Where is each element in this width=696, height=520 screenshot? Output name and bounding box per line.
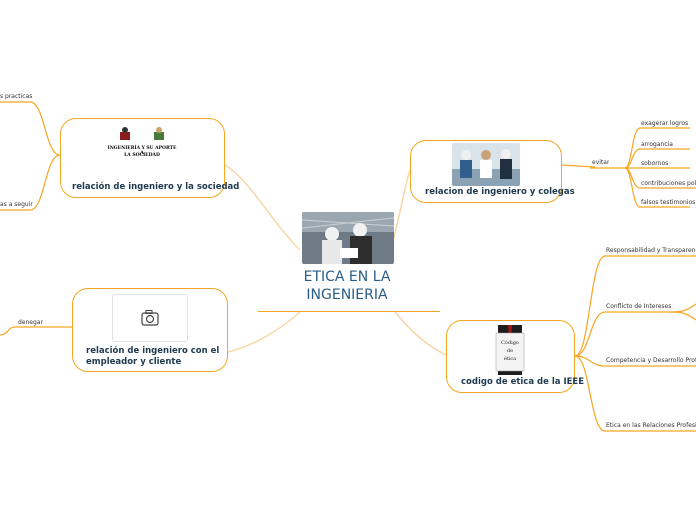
link-ieee-2b [669, 311, 696, 321]
ieee-item-2[interactable]: Conflicto de Intereses. [606, 303, 671, 310]
colleagues-image [452, 143, 520, 186]
ieee-item-3[interactable]: Competencia y Desarrollo Profes [606, 357, 696, 364]
code-of-ethics-sign-icon [484, 325, 536, 375]
colleagues-label: relacion de ingeniero y colegas [425, 187, 575, 197]
center-underline [258, 311, 440, 312]
link-center-client [227, 311, 301, 353]
link-ieee-2 [574, 303, 696, 357]
client-image-placeholder [112, 294, 188, 342]
link-center-ieee [394, 311, 447, 356]
link-center-colleagues [391, 169, 411, 246]
link-society-bottom [0, 154, 61, 211]
camera-icon [141, 310, 159, 326]
center-title: ETICA EN LA INGENIERIA [303, 269, 391, 303]
society-leaf-top[interactable]: s practicas [0, 93, 33, 100]
society-label: relación de ingeniero y la sociedad [72, 182, 240, 192]
link-ieee-1 [574, 255, 696, 357]
society-leaf-bottom[interactable]: as a seguir [0, 201, 33, 208]
colleagues-photo-icon [452, 143, 520, 186]
link-ieee-3 [574, 355, 696, 367]
link-colleagues-evitar [561, 164, 596, 168]
client-label: relación de ingeniero con el empleador y… [86, 346, 220, 367]
colleagues-connector-evitar[interactable]: evitar [592, 159, 610, 166]
ieee-item-1[interactable]: Responsabilidad y Transparencia [606, 247, 696, 254]
society-image: INGENIERÍA Y SU APORTE A LA SOCIEDAD [106, 124, 178, 164]
engineers-photo-icon [302, 212, 394, 264]
colleagues-item-4[interactable]: contribuciones polit [641, 180, 696, 187]
society-illustration-icon [120, 127, 164, 140]
colleagues-item-2[interactable]: arrogancia [641, 141, 673, 148]
link-ieee-4 [574, 355, 696, 432]
link-evitar-5 [624, 167, 690, 208]
link-evitar-2 [624, 148, 690, 169]
colleagues-item-3[interactable]: sobornos [641, 160, 669, 167]
ieee-label: codigo de etica de la IEEE [461, 377, 585, 387]
link-center-society [224, 164, 301, 251]
ieee-image: Código de ética [484, 325, 536, 375]
colleagues-item-1[interactable]: exagerar logros [641, 120, 689, 127]
link-client-denegar [0, 326, 72, 336]
ieee-item-4[interactable]: Ética en las Relaciones Profesion [606, 422, 696, 429]
colleagues-item-5[interactable]: falsos testimonios [641, 199, 696, 206]
center-image [302, 212, 394, 264]
link-society-top [0, 101, 61, 156]
client-leaf-denegar[interactable]: denegar [18, 319, 43, 326]
